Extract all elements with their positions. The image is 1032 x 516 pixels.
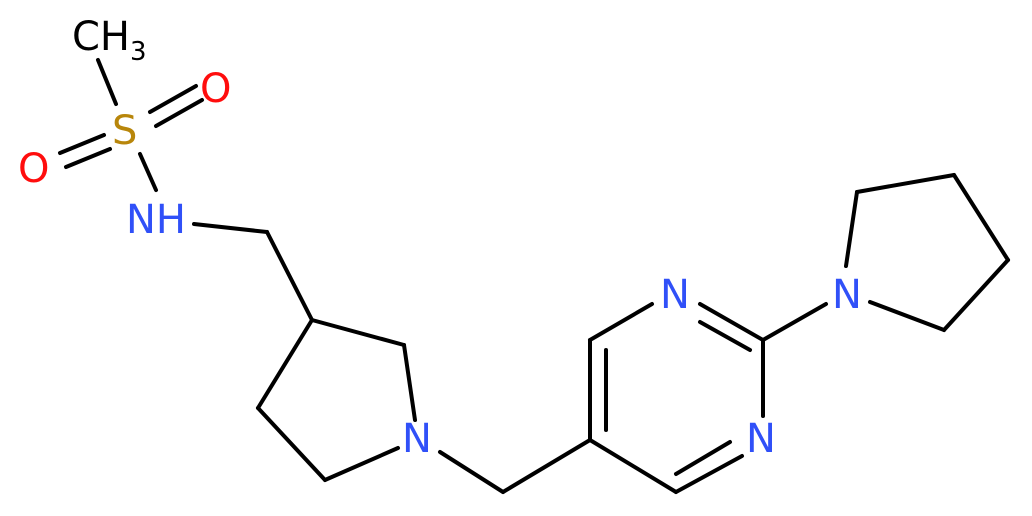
bond-c2-n1	[402, 343, 417, 422]
bond-ca-cb	[855, 173, 956, 194]
bond-pyr-c6-c5	[588, 438, 678, 494]
atom-ch3: CH3	[72, 14, 147, 67]
atom-oxygen-left: O	[18, 146, 49, 192]
atom-nitrogen-pyrimidine-top: N	[660, 272, 690, 318]
bond-npyrr-ca	[844, 190, 859, 268]
bond-nh-ch2	[192, 222, 269, 234]
bond-pyr-n1-c6	[674, 454, 744, 494]
bond-ch2-c3	[265, 230, 314, 322]
atom-nitrogen-pyrrolidine-right: N	[832, 272, 862, 318]
bond-cc-cd	[942, 258, 1010, 332]
atom-nitrogen-pyrimidine-bottom: N	[746, 416, 776, 462]
bond-s-o-top-a	[148, 84, 198, 114]
bond-c4-c3	[256, 318, 314, 410]
atom-nh: NH	[126, 197, 186, 243]
bond-s-nh	[138, 152, 158, 192]
bond-n1-ch2	[438, 450, 505, 494]
atom-oxygen-top: O	[200, 66, 231, 112]
bond-ch3-s	[96, 58, 118, 106]
bond-n1-c5	[323, 446, 400, 482]
bonds	[58, 58, 1010, 494]
bond-pyr-c4-n3	[588, 302, 654, 342]
atom-nitrogen-pyrrolidine: N	[402, 416, 432, 462]
bond-ch2-c5pyr	[501, 438, 592, 494]
bond-pyr-n3-c2-inner	[698, 320, 752, 352]
bond-c5-c4	[256, 406, 327, 482]
bond-pyr-c2-npyrr	[761, 302, 828, 342]
bond-pyr-n3-c2	[698, 302, 765, 342]
bond-pyr-n1-c6-inner	[674, 440, 732, 476]
bond-cb-cc	[952, 173, 1010, 262]
bond-s-o-left-a	[58, 133, 106, 155]
bond-s-o-top-b	[154, 98, 204, 128]
bond-cd-npyrr	[868, 300, 946, 332]
bond-c3-c2	[310, 318, 406, 347]
atom-sulfur: S	[112, 108, 137, 154]
bond-s-o-left-b	[64, 147, 112, 169]
atom-labels: CH3 S O O NH N N N N	[18, 14, 862, 462]
